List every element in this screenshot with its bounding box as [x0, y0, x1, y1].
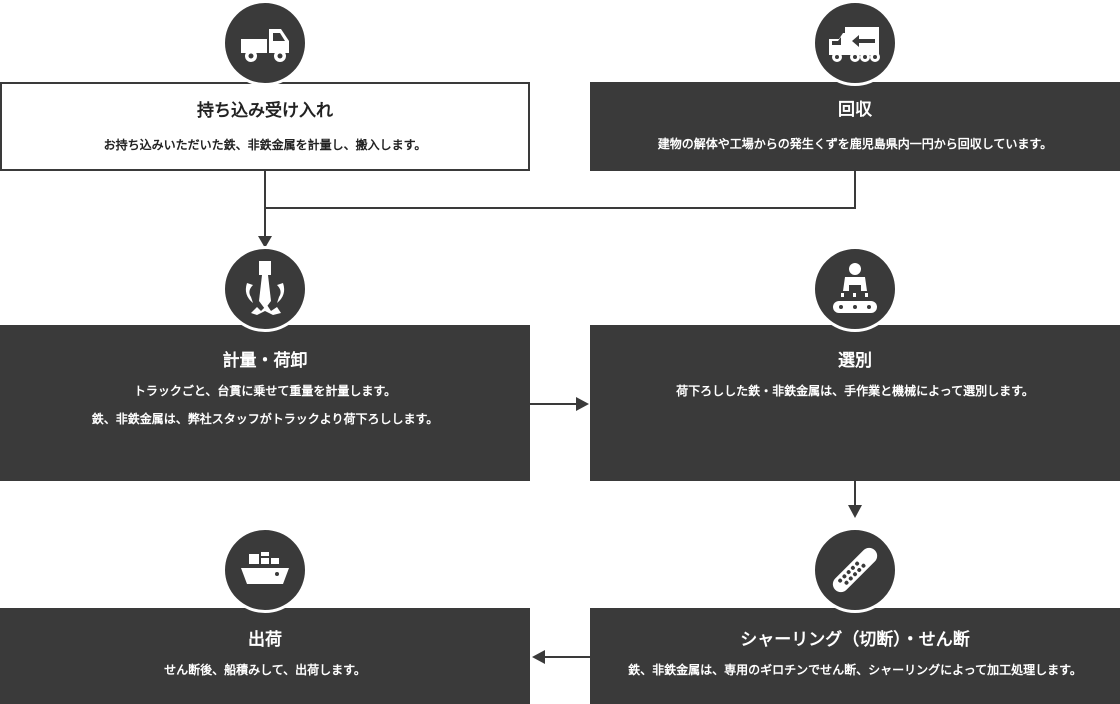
cargo-ship-icon: [222, 527, 308, 613]
sheared-bundle-icon: [812, 527, 898, 613]
step-shipping: 出荷 せん断後、船積みして、出荷します。: [0, 608, 530, 704]
scrap-grapple-icon: [222, 246, 308, 332]
step-collection-title: 回収: [838, 100, 872, 120]
pickup-truck-icon: [222, 0, 308, 86]
arrowhead-to-shearing: [848, 505, 862, 518]
step-shearing-desc: 鉄、非鉄金属は、専用のギロチンでせん断、シャーリングによって加工処理します。: [628, 663, 1082, 677]
connector-collection-merge: [265, 170, 856, 209]
step-bring-in: 持ち込み受け入れ お持ち込みいただいた鉄、非鉄金属を計量し、搬入します。: [0, 82, 530, 171]
step-collection-desc: 建物の解体や工場からの発生くずを鹿児島県内一円から回収しています。: [657, 137, 1053, 151]
step-weighing-title: 計量・荷卸: [222, 351, 308, 371]
step-shipping-desc: せん断後、船積みして、出荷します。: [164, 663, 366, 677]
step-bring-in-title: 持ち込み受け入れ: [197, 101, 333, 121]
arrowhead-to-sorting: [576, 397, 589, 411]
arrowhead-to-shipping: [532, 650, 545, 664]
step-weighing: 計量・荷卸 トラックごと、台貫に乗せて重量を計量します。 鉄、非鉄金属は、弊社ス…: [0, 325, 530, 481]
step-shipping-title: 出荷: [248, 630, 282, 650]
arrowhead-to-weighing: [258, 236, 272, 248]
step-sorting-title: 選別: [838, 351, 872, 371]
delivery-truck-icon: [812, 0, 898, 86]
step-shearing-title: シャーリング（切断）・せん断: [740, 630, 970, 650]
step-collection: 回収 建物の解体や工場からの発生くずを鹿児島県内一円から回収しています。: [590, 82, 1120, 171]
step-bring-in-desc: お持ち込みいただいた鉄、非鉄金属を計量し、搬入します。: [103, 138, 427, 152]
step-sorting: 選別 荷下ろしした鉄・非鉄金属は、手作業と機械によって選別します。: [590, 325, 1120, 481]
step-sorting-desc: 荷下ろしした鉄・非鉄金属は、手作業と機械によって選別します。: [676, 384, 1034, 398]
step-weighing-desc-line-2: 鉄、非鉄金属は、弊社スタッフがトラックより荷下ろしします。: [91, 412, 439, 426]
worker-conveyor-icon: [812, 246, 898, 332]
step-shearing: シャーリング（切断）・せん断 鉄、非鉄金属は、専用のギロチンでせん断、シャーリン…: [590, 608, 1120, 704]
step-weighing-desc-line-1: トラックごと、台貫に乗せて重量を計量します。: [133, 384, 397, 398]
